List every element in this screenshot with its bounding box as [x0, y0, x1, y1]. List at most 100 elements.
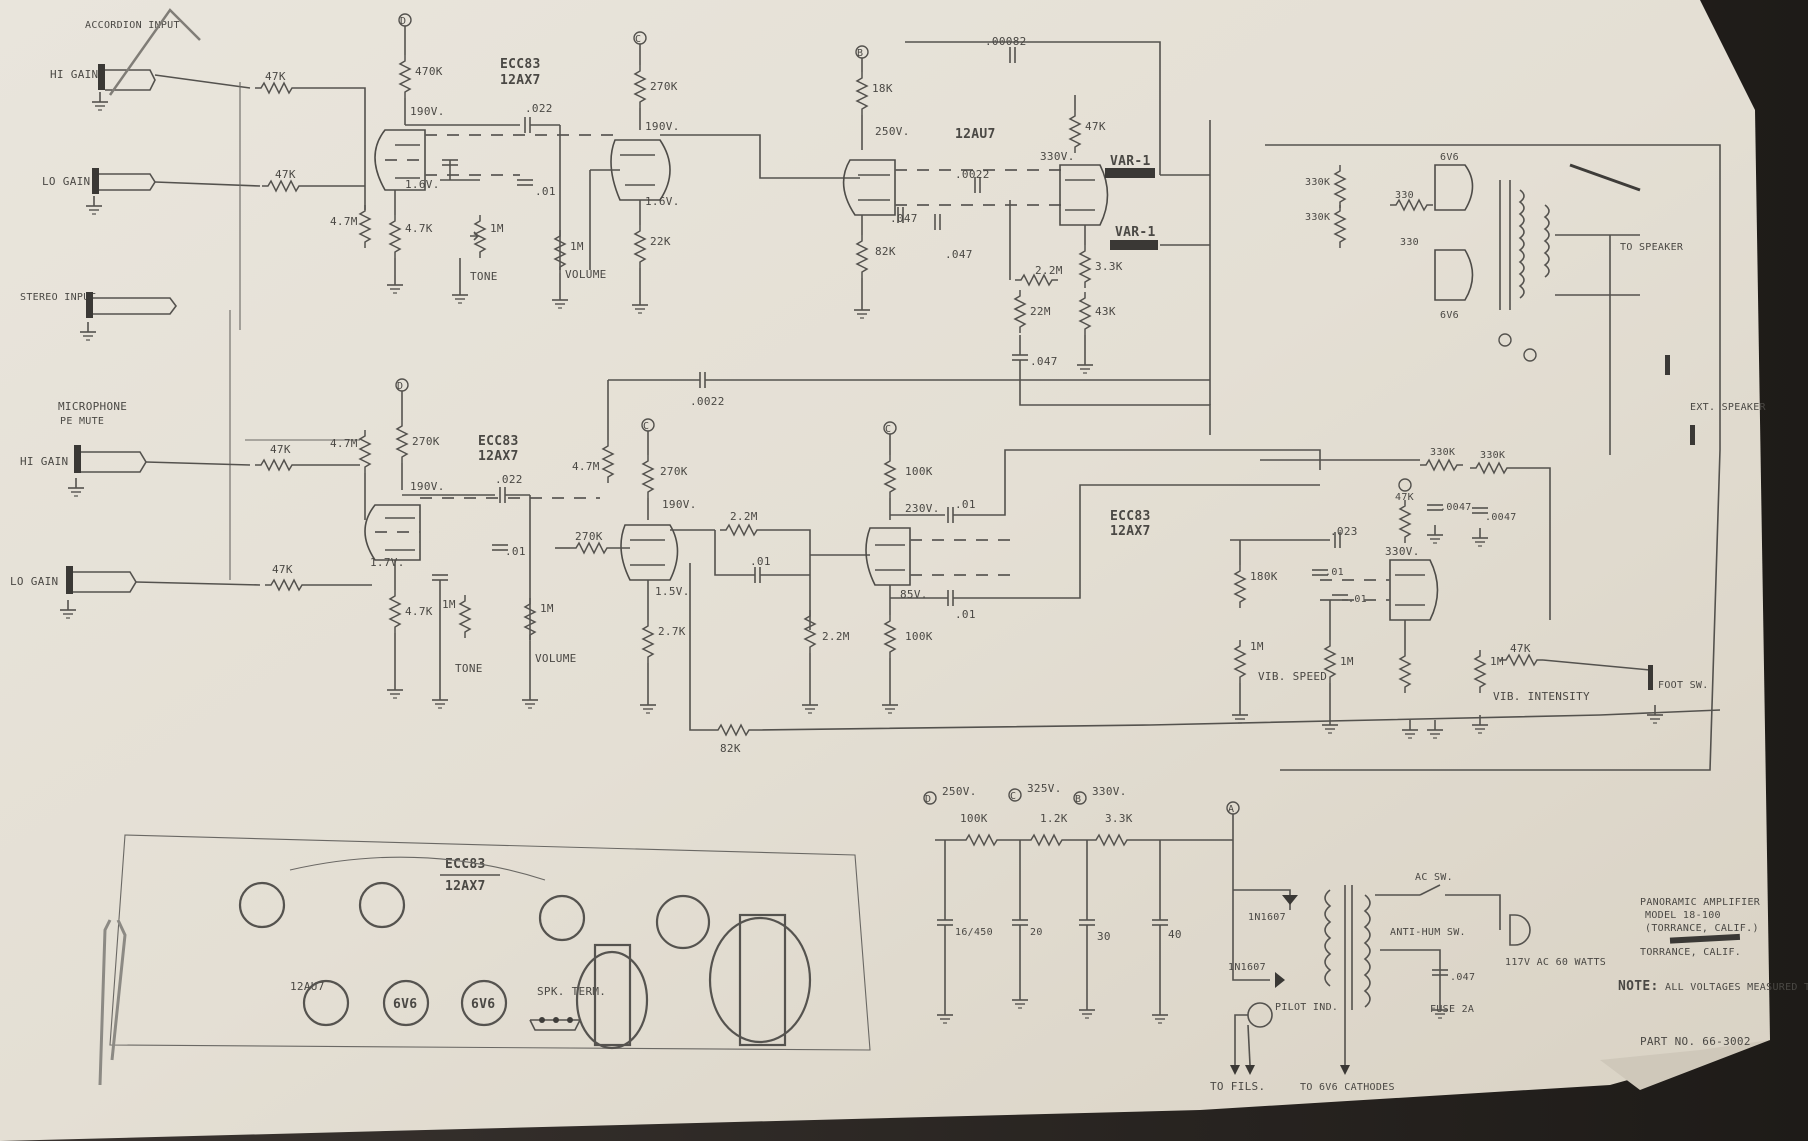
note-text: ALL VOLTAGES MEASURED TO GROUND — [1665, 982, 1808, 993]
coupling-cap-1-label: .022 — [525, 102, 553, 115]
chassis-socket-3 — [538, 894, 586, 942]
title-line-1: PANORAMIC AMPLIFIER — [1640, 897, 1761, 908]
bent-wire-top — [108, 8, 201, 96]
tube-3-alt-label: 12AX7 — [478, 449, 519, 464]
note-label: NOTE: — [1618, 979, 1659, 994]
vibrato-cap-3-label: .023 — [1330, 525, 1358, 538]
title-block: PANORAMIC AMPLIFIER MODEL 18-100 (TORRAN… — [1618, 897, 1808, 1048]
channel-1-preamp: D 470K 190V. ECC83 12AX7 .022 1.6V. 4.7K… — [330, 13, 860, 314]
grid-cap-2-label: .047 — [1030, 355, 1058, 368]
cathode-cap-label: .01 — [955, 608, 976, 621]
var-1-bottom — [1110, 240, 1158, 250]
volume-cap-1-label: .01 — [535, 185, 556, 198]
tube-1-alt-label: 12AX7 — [500, 73, 541, 88]
supply-resistor-3-label: 3.3K — [1105, 812, 1133, 825]
vib-intensity-pot-value: 1M — [1490, 655, 1504, 668]
to-cathodes-label: TO 6V6 CATHODES — [1300, 1082, 1395, 1093]
chassis-choke — [575, 950, 649, 1050]
diode-1-label: 1N1607 — [1248, 912, 1286, 923]
grid-resistor-4-label: 4.7M — [330, 437, 358, 450]
vib-speed-pot-value: 1M — [1250, 640, 1264, 653]
grid-resistor-2-label: 2.2M — [1035, 264, 1063, 277]
vibrato-cap-2-label: .0047 — [1485, 512, 1517, 523]
volume-control-2-label: VOLUME — [535, 652, 577, 665]
tone-control-2-label: TONE — [455, 662, 483, 675]
cathode-voltage-1-label: 1.6V. — [405, 178, 440, 191]
grid-resistor-1-label: 4.7M — [330, 215, 358, 228]
title-line-4: TORRANCE, CALIF. — [1640, 947, 1741, 958]
microphone-label: MICROPHONE — [58, 400, 127, 413]
title-line-3: (TORRANCE, CALIF.) — [1645, 923, 1759, 934]
output-stage: 330K 330K 330 330 6V6 6V6 TO SPEAKER EXT… — [1265, 144, 1767, 771]
cathode-voltage-3-label: 1.7V. — [370, 556, 405, 569]
anti-hum-cap-label: .047 — [1450, 972, 1475, 983]
power-supply: D 250V. C 325V. B 330V. A 100K 1.2K 3.3K… — [923, 782, 1606, 1093]
ac-input-label: 117V AC 60 WATTS — [1505, 957, 1606, 968]
chassis-outline — [109, 834, 871, 1051]
node-a-label: A — [1228, 804, 1234, 815]
title-line-2: MODEL 18-100 — [1645, 910, 1721, 921]
mix-cap-label: .0022 — [690, 395, 725, 408]
output-screen-resistor-label: 330 — [1395, 190, 1414, 201]
input-resistor-1-label: 47K — [265, 70, 286, 83]
cathode-resistor-2-label: 22K — [650, 235, 671, 248]
tube-v3b — [620, 524, 679, 581]
plate-resistor-3-label: 18K — [872, 82, 893, 95]
plate-voltage-3-label: 250V. — [875, 125, 910, 138]
ext-speaker-label: EXT. SPEAKER — [1690, 402, 1767, 413]
tube-v1a — [374, 129, 426, 191]
node-b-label-1: B — [857, 48, 863, 59]
phase-inverter-section: B 18K 250V. 12AU7 .00082 82K .047 .047 4… — [842, 35, 1211, 435]
grid-stopper-label: 270K — [575, 530, 603, 543]
plate-voltage-2-label: 190V. — [645, 120, 680, 133]
plate-resistor-7-label: 100K — [905, 465, 933, 478]
node-c-label-2: C — [643, 421, 649, 432]
cathode-voltage-4-label: 1.5V. — [655, 585, 690, 598]
chassis-tube-alt-label: 12AX7 — [445, 879, 486, 894]
chassis-socket-6v6-2 — [460, 979, 508, 1027]
output-tube-1 — [1434, 164, 1474, 211]
lo-gain-label-2: LO GAIN — [10, 575, 58, 588]
interstage-cap-label: .01 — [750, 555, 771, 568]
chassis-6v6-label-2: 6V6 — [471, 997, 495, 1012]
supply-resistor-1-label: 100K — [960, 812, 988, 825]
output-coupling-cap-label: .01 — [955, 498, 976, 511]
diode-2-label: 1N1607 — [1228, 962, 1266, 973]
supply-voltage-d-label: 250V. — [942, 785, 977, 798]
plate-voltage-7-label: 230V. — [905, 502, 940, 515]
plate-resistor-6-label: 270K — [660, 465, 688, 478]
filter-cap-1-label: 16/450 — [955, 927, 993, 938]
var-1-top-label: VAR-1 — [1110, 154, 1151, 169]
plate-resistor-5-label: 270K — [412, 435, 440, 448]
output-grid-resistor-1-label: 330K — [1305, 177, 1330, 188]
tube-2-type-label: 12AU7 — [955, 127, 996, 142]
node-d-label-2: D — [397, 381, 403, 392]
ac-plug — [1509, 914, 1531, 946]
supply-voltage-b-label: 330V. — [1092, 785, 1127, 798]
feedback-resistor-label: 82K — [720, 742, 741, 755]
output-tube-2 — [1434, 249, 1474, 301]
tube-4-type-label: ECC83 — [1110, 509, 1151, 524]
vibrato-cap-5-label: .01 — [1348, 594, 1367, 605]
output-tube-1-label: 6V6 — [1440, 152, 1459, 163]
tube-v2a — [842, 159, 896, 216]
cathode-resistor-3-label: 82K — [875, 245, 896, 258]
node-c-label-1: C — [635, 34, 641, 45]
cathode-resistor-1-label: 4.7K — [405, 222, 433, 235]
output-transformer — [1499, 180, 1550, 310]
cathode-resistor-5-label: 43K — [1095, 305, 1116, 318]
bias-cap-label: .047 — [945, 248, 973, 261]
chassis-socket-6v6-1 — [382, 979, 430, 1027]
diode-2 — [1275, 972, 1285, 988]
vibrato-resistor-3-label: 1M — [1340, 655, 1354, 668]
mic-resistor-label: 47K — [270, 443, 291, 456]
plate-voltage-5-label: 190V. — [410, 480, 445, 493]
chassis-tube-type-label: ECC83 — [445, 857, 486, 872]
plate-voltage-4-label: 330V. — [1040, 150, 1075, 163]
vibrato-cap-1-label: .0047 — [1440, 502, 1472, 513]
chassis-socket-2 — [358, 881, 406, 929]
lo-gain-label-1: LO GAIN — [42, 175, 90, 188]
filter-cap-2-label: 20 — [1030, 927, 1043, 938]
chassis-socket-1 — [238, 881, 286, 929]
